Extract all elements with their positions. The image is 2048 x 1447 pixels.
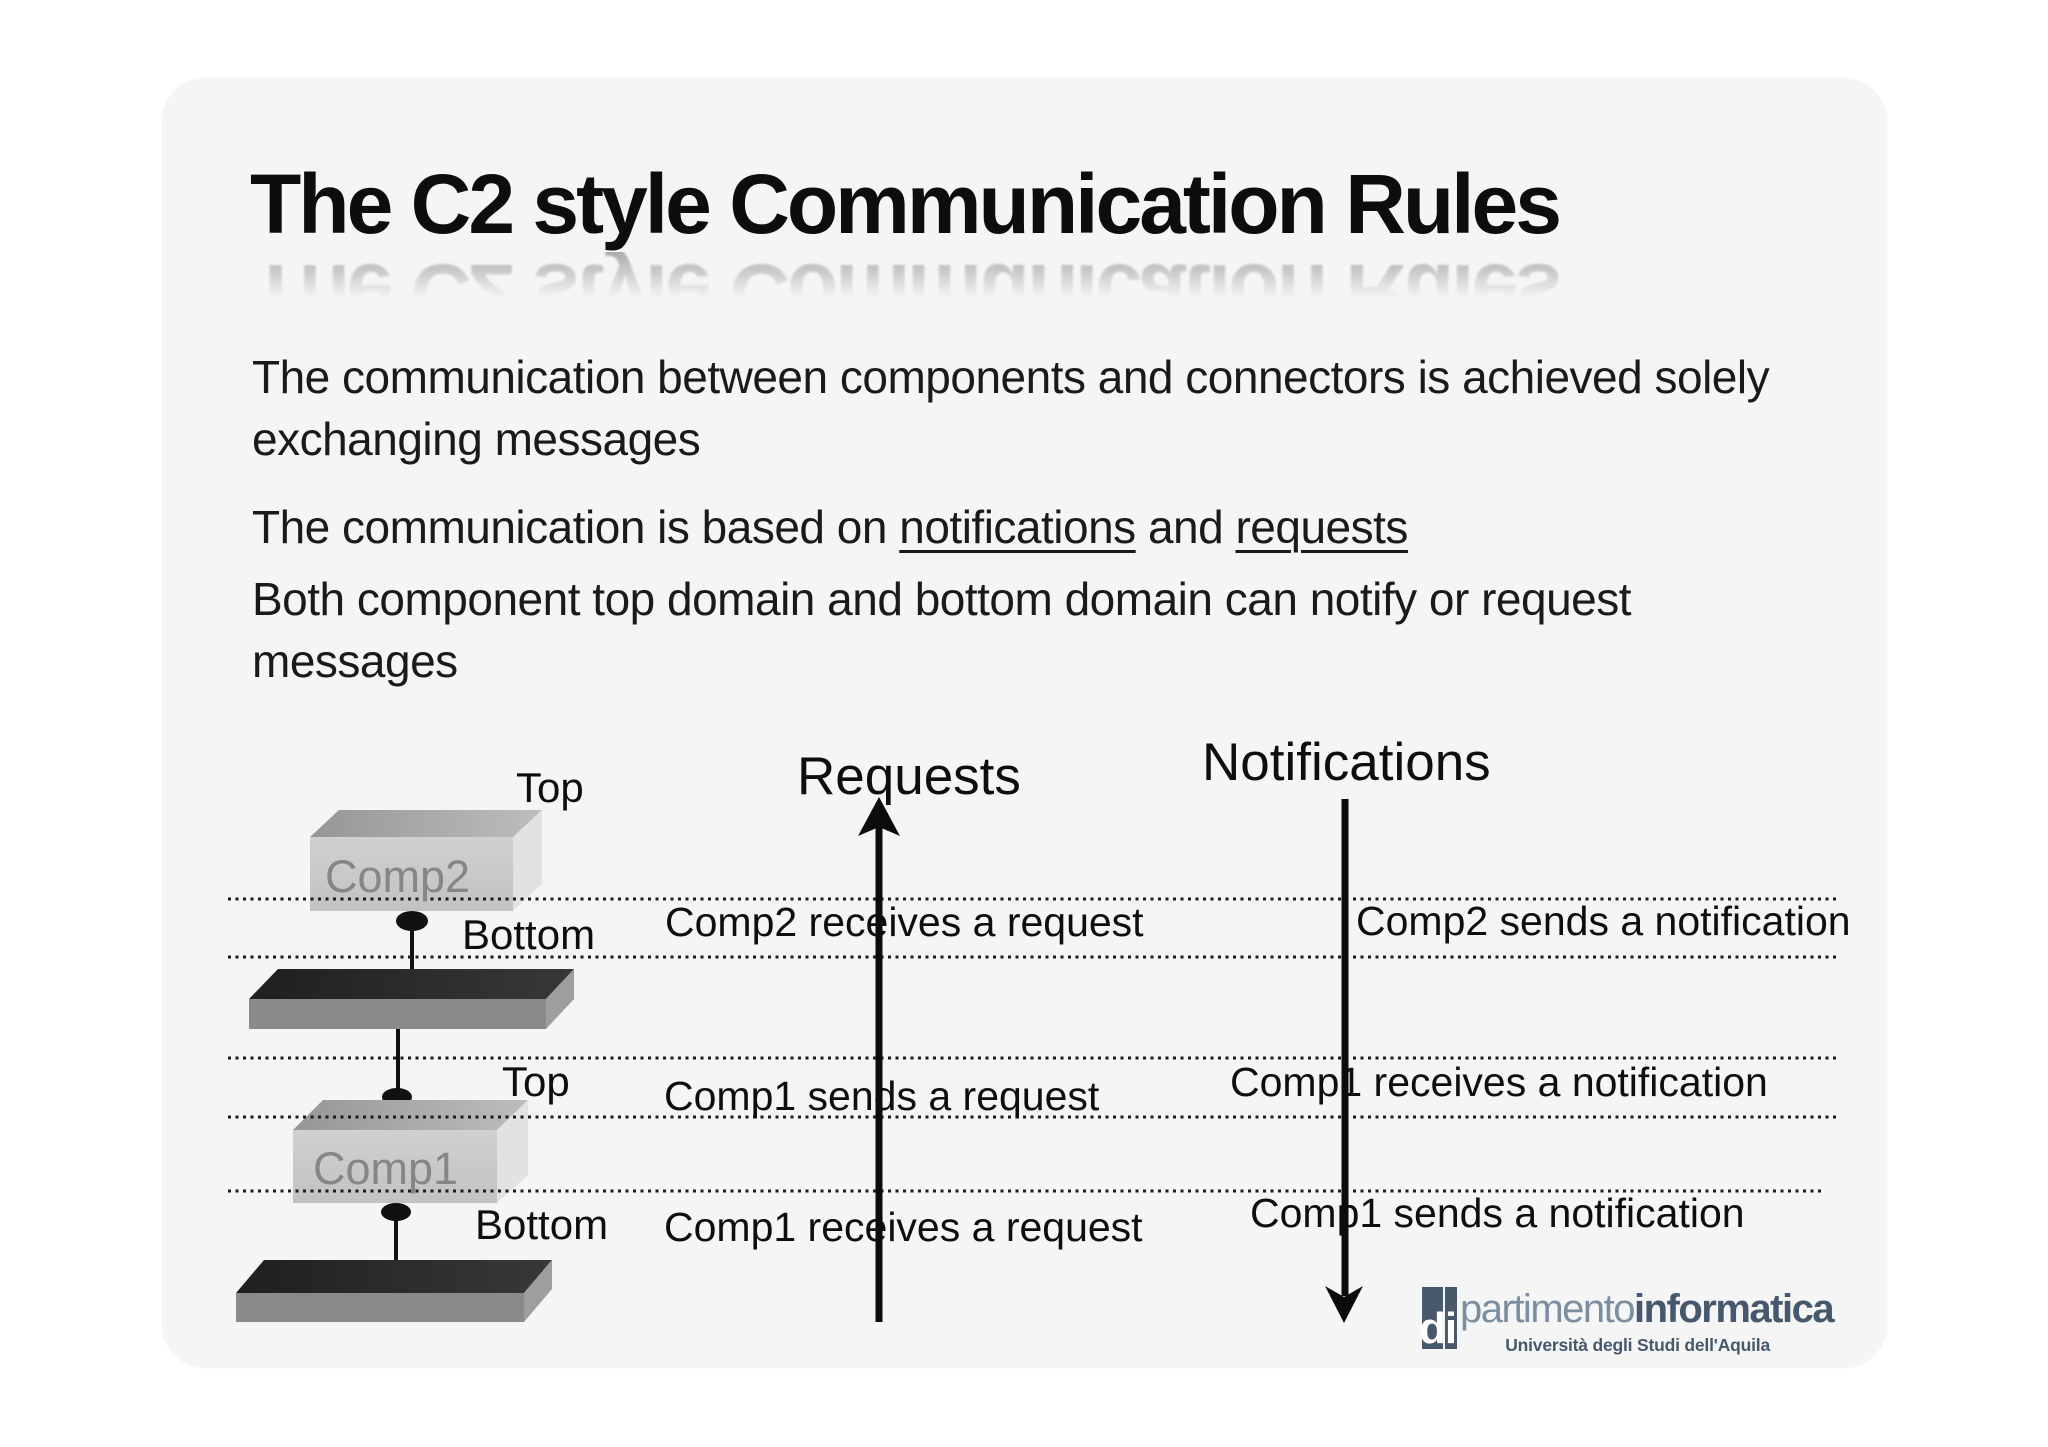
- dipartimento-informatica-logo: d i partimentoinformatica Università deg…: [1419, 1287, 1835, 1355]
- logo-letter-i-box: i: [1445, 1287, 1457, 1350]
- paragraph2-prefix: The communication is based on: [252, 501, 900, 553]
- comp2-bottom-domain-label: Bottom: [462, 911, 596, 958]
- row-comp1-receives-notification: Comp1 receives a notification: [1230, 1059, 1768, 1105]
- notifications-underlined-term: notifications: [899, 501, 1136, 553]
- paragraph-top-bottom-domain: Both component top domain and bottom dom…: [252, 573, 1632, 687]
- row-comp2-receives-request: Comp2 receives a request: [665, 899, 1144, 945]
- row-comp1-receives-request: Comp1 receives a request: [664, 1204, 1143, 1250]
- row-comp1-sends-notification: Comp1 sends a notification: [1250, 1190, 1745, 1236]
- comp1-bottom-domain-label: Bottom: [475, 1201, 609, 1248]
- notifications-column-label: Notifications: [1202, 733, 1491, 792]
- page-title: The C2 style Communication Rules: [250, 157, 1562, 251]
- logo-letter-d-box: d: [1419, 1287, 1446, 1350]
- logo-wordmark-bold: informatica: [1633, 1287, 1835, 1331]
- logo-wordmark-light: partimento: [1460, 1287, 1635, 1331]
- requests-underlined-term: requests: [1235, 501, 1408, 553]
- paragraph2-middle: and: [1135, 501, 1236, 553]
- comp1-top-domain-label: Top: [502, 1058, 570, 1105]
- page-title-reflection: The C2 style Communication Rules: [250, 247, 1559, 341]
- paragraph-notifications-requests: The communication is based on notificati…: [252, 496, 1812, 558]
- requests-column-label: Requests: [797, 747, 1021, 806]
- logo-university-subtitle: Università degli Studi dell'Aquila: [1505, 1335, 1770, 1355]
- comp2-label: Comp2: [325, 851, 471, 902]
- comp1-label: Comp1: [313, 1143, 459, 1194]
- row-comp2-sends-notification: Comp2 sends a notification: [1356, 898, 1851, 944]
- paragraph-exchange-messages: The communication between components and…: [252, 351, 1770, 465]
- logo-wordmark: partimentoinformatica: [1460, 1287, 1835, 1331]
- row-comp1-sends-request: Comp1 sends a request: [664, 1073, 1100, 1119]
- comp2-top-domain-label: Top: [516, 764, 584, 811]
